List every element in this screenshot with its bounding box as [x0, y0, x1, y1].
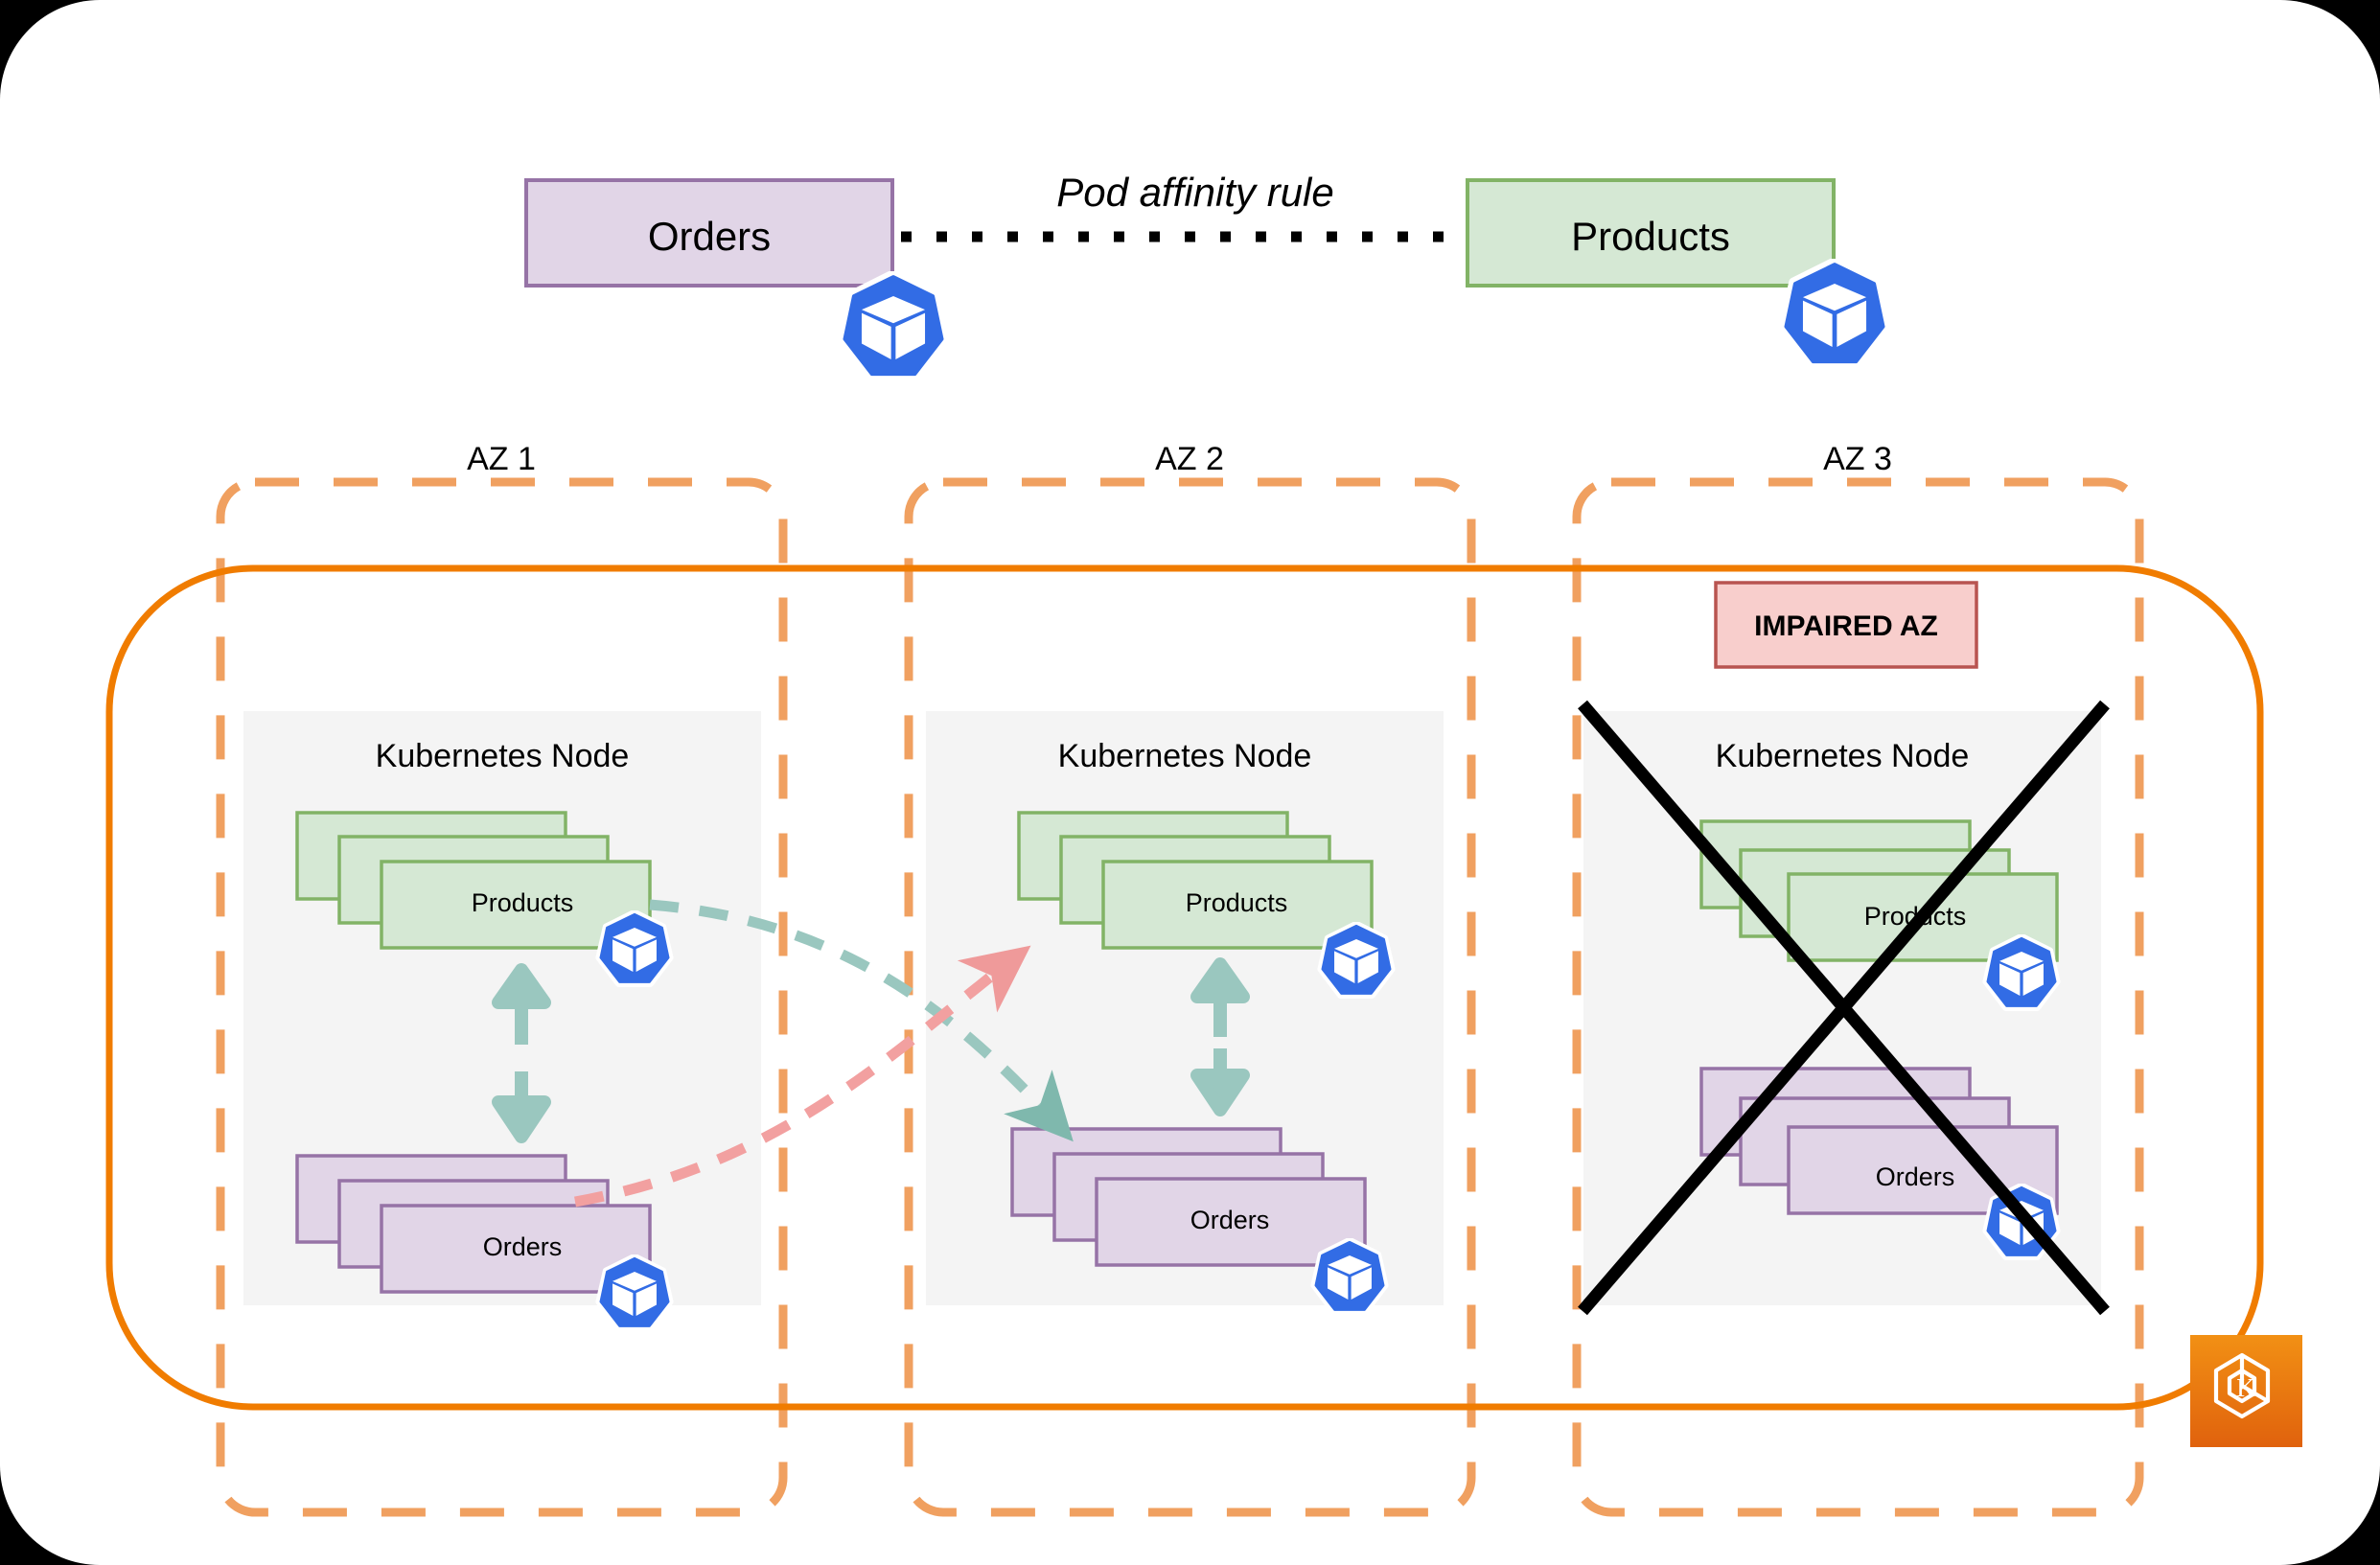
kubernetes-pod-icon — [1784, 263, 1885, 364]
eks-logo-glyph: K — [2236, 1373, 2255, 1402]
top-orders-rect — [524, 178, 894, 288]
az3-orders-label: Orders — [1876, 1162, 1955, 1191]
az3-dashed-boundary — [1572, 477, 2144, 1517]
flow-products-az1-to-orders-az2 — [649, 899, 1074, 1142]
kubernetes-pod-icon — [599, 912, 670, 983]
pod-replica — [380, 860, 652, 950]
top-products-rect — [1466, 178, 1836, 288]
top-orders-label: Orders — [648, 214, 771, 259]
pod-affinity-rule-label: Pod affinity rule — [1056, 170, 1334, 215]
az3-node-title: Kubernetes Node — [1716, 738, 1970, 774]
top-products-label: Products — [1571, 214, 1730, 259]
az2-node[interactable]: Kubernetes Node Products Orders — [926, 711, 1444, 1311]
az3-crossed-out-marker — [1578, 700, 2110, 1316]
az1-node[interactable]: Kubernetes Node Products Orders — [243, 711, 761, 1327]
az1-products-label: Products — [472, 888, 574, 917]
cluster-boundary — [105, 564, 2264, 1411]
az3-label: AZ 3 — [1823, 441, 1892, 477]
az1-node-title: Kubernetes Node — [376, 738, 630, 774]
pod-replica — [380, 1204, 652, 1294]
az2-label: AZ 2 — [1155, 441, 1224, 477]
az1-orders-pod-stack[interactable]: Orders — [295, 1154, 670, 1327]
az2-node-title: Kubernetes Node — [1058, 738, 1312, 774]
top-products-box[interactable]: Products — [1466, 178, 1885, 364]
kubernetes-pod-icon — [1314, 1240, 1385, 1311]
pod-replica — [1095, 1177, 1367, 1267]
impaired-az-badge-rect — [1714, 581, 1978, 669]
az1-products-pod-stack[interactable]: Products — [295, 811, 670, 983]
impaired-az-badge-label: IMPAIRED AZ — [1754, 610, 1938, 642]
az2-dashed-boundary — [904, 477, 1476, 1517]
impaired-az-badge: IMPAIRED AZ — [1714, 581, 1978, 669]
pod-replica — [1101, 860, 1374, 950]
az2-products-label: Products — [1186, 888, 1288, 917]
cross-line-up — [1578, 700, 2110, 1316]
az2-affinity-arrow — [1190, 957, 1250, 1116]
eks-kubernetes-logo: K — [2190, 1335, 2302, 1447]
kubernetes-pod-icon — [1986, 936, 2057, 1007]
az1-dashed-boundary — [216, 477, 788, 1517]
kubernetes-pod-icon — [1321, 924, 1392, 995]
az2-orders-label: Orders — [1190, 1206, 1270, 1234]
eks-logo-tile — [2190, 1335, 2302, 1447]
kubernetes-pod-icon — [843, 275, 944, 377]
availability-zone-boundaries — [216, 477, 2144, 1517]
az1-orders-label: Orders — [483, 1232, 563, 1261]
az1-label: AZ 1 — [467, 441, 536, 477]
kubernetes-pod-icon — [599, 1256, 670, 1327]
az2-orders-pod-stack[interactable]: Orders — [1010, 1127, 1385, 1311]
az1-affinity-arrow — [492, 963, 551, 1143]
az3-node[interactable]: IMPAIRED AZ Kubernetes Node Products Ord… — [1578, 581, 2110, 1316]
pod-affinity-connector: Pod affinity rule — [901, 170, 1465, 242]
top-orders-box[interactable]: Orders — [524, 178, 944, 377]
az2-products-pod-stack[interactable]: Products — [1017, 811, 1392, 995]
cross-zone-flows — [574, 899, 1074, 1208]
